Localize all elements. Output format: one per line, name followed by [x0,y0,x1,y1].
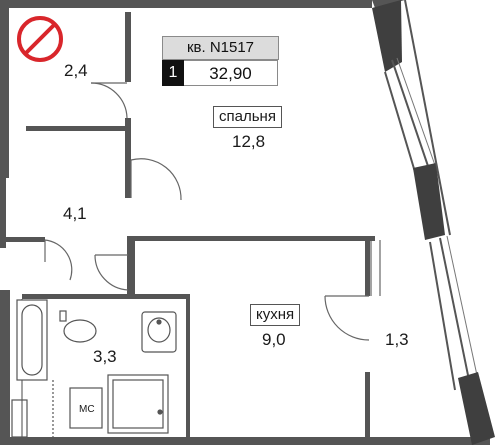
facade [372,0,495,445]
bedroom-name: спальня [213,106,282,128]
bathroom-fixtures [11,299,177,438]
total-area: 32,90 [184,60,278,86]
partitions [21,240,381,437]
shower [107,374,169,434]
balcony-area: 1,3 [385,330,409,349]
washing-machine [69,387,103,429]
kitchen-area: 9,0 [262,330,286,349]
bathtub-inner [21,304,43,376]
hall-area: 4,1 [63,204,87,223]
sink [141,311,177,353]
washing-machine-label: МС [79,404,95,415]
room-count-badge: 1 [162,60,184,86]
bedroom-area: 12,8 [232,132,266,151]
storage-area: 2,4 [64,61,88,80]
bathroom-area: 3,3 [93,347,117,366]
toilet-bowl [63,319,97,343]
toilet-tank [59,310,67,322]
kitchen-name: кухня [250,304,301,326]
prohibited-icon [17,16,63,62]
apartment-info: кв. N1517 1 32,90 [162,36,279,86]
apartment-number: кв. N1517 [162,36,279,60]
doors [44,82,370,341]
